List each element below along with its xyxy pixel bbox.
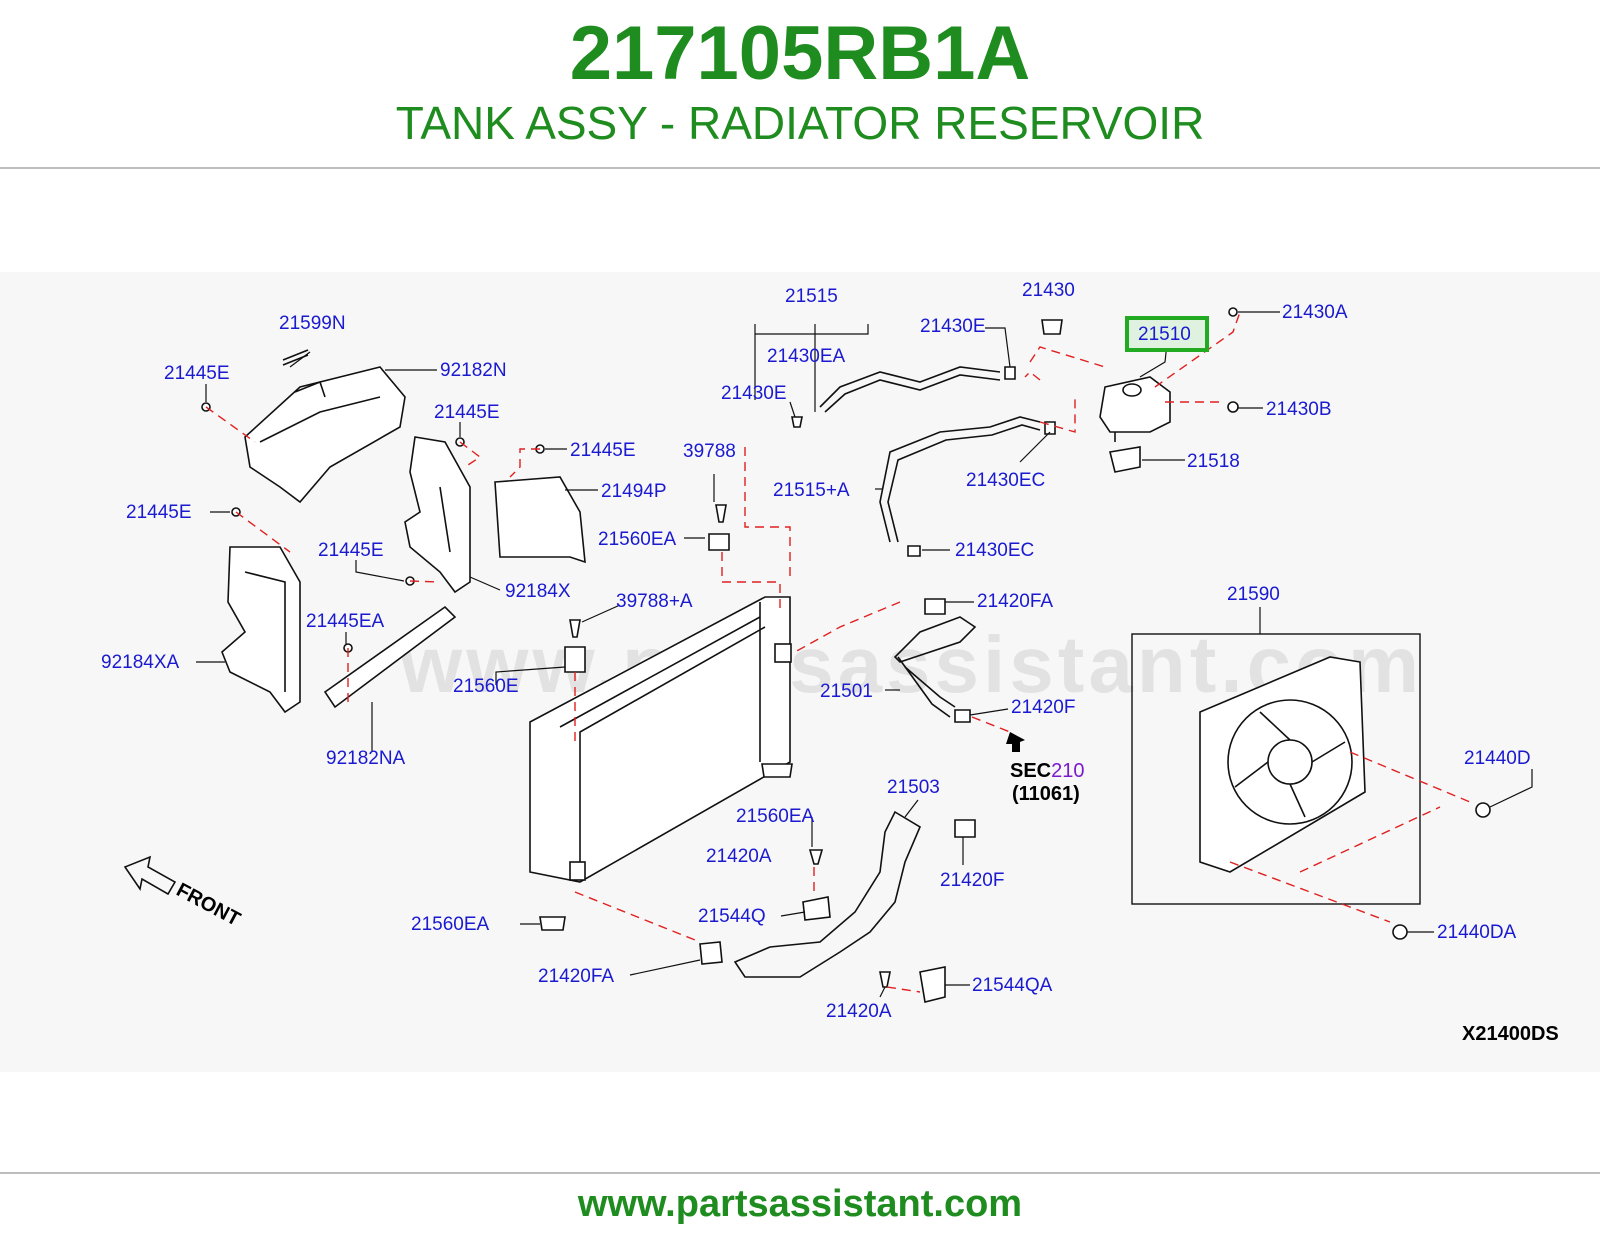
label-21430EC: 21430EC bbox=[966, 470, 1045, 491]
label-21430E: 21430E bbox=[721, 383, 787, 404]
label-92184X: 92184X bbox=[505, 581, 571, 602]
label-21518: 21518 bbox=[1187, 451, 1240, 472]
small-fasteners bbox=[201, 307, 1491, 1003]
leader-lines bbox=[196, 311, 1533, 998]
fan-shroud-21590 bbox=[1199, 656, 1366, 873]
label-21515-A: 21515+A bbox=[773, 480, 850, 501]
label-21420F: 21420F bbox=[940, 870, 1004, 891]
label-39788-A: 39788+A bbox=[616, 591, 693, 612]
front-arrow-icon bbox=[123, 855, 177, 896]
label-21440D: 21440D bbox=[1464, 748, 1531, 769]
label-21494P: 21494P bbox=[601, 481, 667, 502]
label-21445E: 21445E bbox=[434, 402, 500, 423]
label-21445E: 21445E bbox=[164, 363, 230, 384]
radiator-21501 bbox=[529, 596, 792, 883]
footer-divider bbox=[0, 1172, 1600, 1174]
sec-arrow-icon bbox=[1006, 732, 1025, 752]
reservoir-cap-21430 bbox=[1041, 319, 1063, 335]
label-92182NA: 92182NA bbox=[326, 748, 406, 769]
part-number-title: 217105RB1A bbox=[569, 11, 1031, 96]
footer-url[interactable]: www.partsassistant.com bbox=[577, 1183, 1023, 1225]
hose-21515A bbox=[879, 416, 1041, 543]
label-21445EA: 21445EA bbox=[306, 611, 385, 632]
label-21515: 21515 bbox=[785, 286, 838, 307]
label-sec: SEC210 bbox=[1010, 760, 1085, 782]
header-divider bbox=[0, 167, 1600, 169]
label-21560EA: 21560EA bbox=[411, 914, 490, 935]
label-21440DA: 21440DA bbox=[1437, 922, 1517, 943]
air-guide-left-side bbox=[404, 436, 471, 594]
label-21560EA: 21560EA bbox=[598, 529, 677, 550]
label-21544Q: 21544Q bbox=[698, 906, 766, 927]
label-21560E: 21560E bbox=[453, 676, 519, 697]
bracket-21518 bbox=[1109, 446, 1141, 473]
label-21420A: 21420A bbox=[706, 846, 772, 867]
label-92182N: 92182N bbox=[440, 360, 507, 381]
label-21430EC: 21430EC bbox=[955, 540, 1034, 561]
label-21544QA: 21544QA bbox=[972, 975, 1053, 996]
seal-92182NA bbox=[323, 605, 457, 709]
label-21430: 21430 bbox=[1022, 280, 1075, 301]
label-21590: 21590 bbox=[1227, 584, 1280, 605]
hose-21515 bbox=[819, 366, 1001, 413]
label-21420A: 21420A bbox=[826, 1001, 892, 1022]
label-39788: 39788 bbox=[683, 441, 736, 462]
label-21510: 21510 bbox=[1138, 324, 1191, 345]
part-name-subtitle: TANK ASSY - RADIATOR RESERVOIR bbox=[395, 97, 1205, 149]
label-21430E: 21430E bbox=[920, 316, 986, 337]
air-guide-upper bbox=[244, 366, 406, 504]
label-front: FRONT bbox=[173, 879, 244, 931]
diagram-code: X21400DS bbox=[1462, 1023, 1559, 1045]
label-92184XA: 92184XA bbox=[101, 652, 180, 673]
dashed-guides bbox=[205, 311, 1471, 993]
label-21445E: 21445E bbox=[570, 440, 636, 461]
fan-assembly-box bbox=[1131, 633, 1421, 905]
label-21430EA: 21430EA bbox=[767, 346, 846, 367]
label-21420F: 21420F bbox=[1011, 697, 1075, 718]
hose-upper-21501 bbox=[893, 616, 977, 718]
highlight-box-21510 bbox=[1125, 316, 1209, 352]
label-21560EA: 21560EA bbox=[736, 806, 815, 827]
label-21599N: 21599N bbox=[279, 313, 346, 334]
label-21445E: 21445E bbox=[126, 502, 192, 523]
cover-21494P bbox=[494, 476, 586, 564]
label-sec-ref: (11061) bbox=[1012, 783, 1080, 805]
air-guide-side-92184XA bbox=[221, 546, 301, 714]
label-21501: 21501 bbox=[820, 681, 873, 702]
label-21420FA: 21420FA bbox=[538, 966, 614, 987]
reservoir-tank-21510 bbox=[1099, 376, 1171, 442]
label-21430B: 21430B bbox=[1266, 399, 1332, 420]
label-21503: 21503 bbox=[887, 777, 940, 798]
parts-diagram: www.partsassistant.com bbox=[101, 280, 1559, 1045]
label-21445E: 21445E bbox=[318, 540, 384, 561]
label-21430A: 21430A bbox=[1282, 302, 1348, 323]
label-21420FA: 21420FA bbox=[977, 591, 1053, 612]
hose-lower-21503 bbox=[733, 810, 922, 978]
diagram-panel: www.partsassistant.com bbox=[0, 272, 1600, 1072]
